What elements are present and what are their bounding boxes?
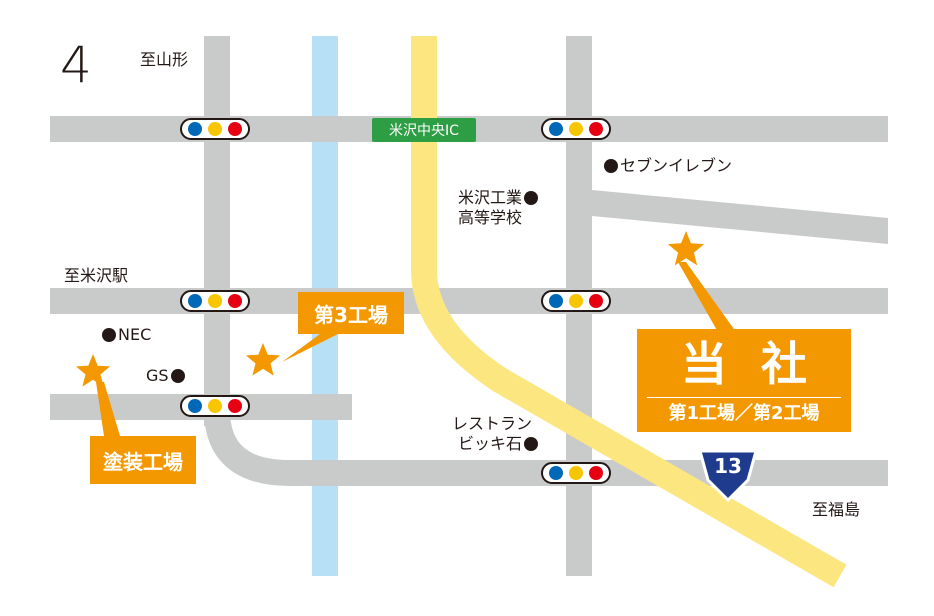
expressway (411, 36, 847, 588)
headquarters-sub: 第1工場／第2工場 (668, 403, 820, 424)
landmark-label: レストラン (452, 414, 533, 433)
traffic-signal-icon (180, 290, 250, 312)
traffic-signal-icon (541, 118, 611, 140)
dot-icon (604, 159, 618, 173)
landmark-nec: NEC (100, 325, 151, 345)
painting-factory-label: 塗装工場 (90, 436, 196, 484)
route-number: 13 (714, 454, 742, 478)
dot-icon (524, 437, 539, 451)
traffic-signal-icon (541, 462, 611, 484)
dot-icon (102, 328, 116, 342)
landmark-seven-eleven: セブンイレブン (602, 156, 732, 176)
third-factory-callout-pointer (282, 334, 338, 362)
road-east-branch (592, 190, 888, 244)
traffic-signal-icon (180, 395, 250, 417)
headquarters-name: 当社 (681, 337, 841, 391)
label-to-yonezawa-station: 至米沢駅 (64, 266, 129, 285)
label-to-yamagata: 至山形 (140, 50, 189, 69)
road-south-curve (204, 409, 888, 486)
painting-callout-pointer (96, 382, 120, 436)
star-marker-icon (245, 343, 281, 376)
star-marker-icon (667, 231, 705, 266)
landmark-label: ビッキ石 (458, 434, 523, 453)
route-shield-icon (698, 449, 758, 503)
road-middle (50, 288, 888, 314)
north-arrow-icon: 4 (60, 36, 92, 94)
dot-icon (170, 369, 185, 383)
landmark-label: GS (146, 366, 169, 385)
landmark-school: 米沢工業 高等学校 (458, 188, 540, 228)
road-west-vertical (204, 36, 230, 426)
landmark-label: 米沢工業 (458, 188, 523, 207)
headquarters-divider (647, 397, 841, 398)
third-factory-label: 第3工場 (298, 292, 404, 334)
traffic-signal-icon (541, 290, 611, 312)
headquarters-label: 当社 第1工場／第2工場 (637, 329, 851, 432)
interchange-sign: 米沢中央IC (372, 118, 476, 142)
label-to-fukushima: 至福島 (812, 500, 861, 519)
traffic-signal-icon (180, 118, 250, 140)
star-marker-icon (75, 354, 111, 387)
landmark-label: 高等学校 (458, 208, 523, 227)
landmark-gs: GS (146, 366, 187, 386)
roads (50, 36, 888, 576)
landmark-restaurant: レストラン ビッキ石 (452, 414, 540, 454)
landmark-label: セブンイレブン (620, 156, 733, 175)
landmark-label: NEC (118, 325, 152, 344)
hq-callout-pointer (678, 262, 736, 332)
dot-icon (524, 191, 539, 205)
